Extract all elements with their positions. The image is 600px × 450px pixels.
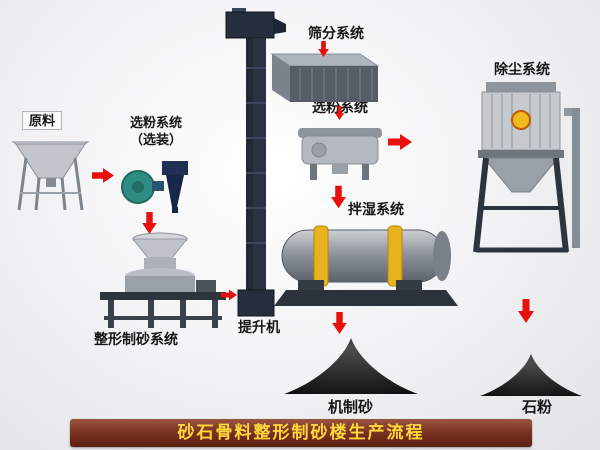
arrow-dust-to-powder-icon [518,299,534,323]
arrow-drum-to-sand-icon [332,312,347,334]
screening-label: 筛分系统 [308,25,364,41]
dust-removal-label: 除尘系统 [494,61,550,77]
powder-optional-label: 选粉系统 （选装） [106,114,206,148]
shaping-sand-label: 整形制砂系统 [94,331,178,347]
arrow-classifier-to-drum-icon [331,185,346,209]
arrow-screening-to-classifier-icon [334,106,345,120]
title-banner: 砂石骨料整形制砂楼生产流程 [70,419,532,447]
arrow-classifier-to-dust-icon [388,134,412,150]
powder-optional-machine-illustration [121,161,188,213]
machine-sand-pile-illustration [284,338,418,394]
machine-sand-label: 机制砂 [328,399,374,416]
mixing-label: 拌湿系统 [348,201,404,217]
dust-collector-illustration [473,82,580,253]
raw-material-label: 原料 [22,111,63,130]
bucket-elevator-illustration [225,8,286,317]
arrow-optional-to-crusher-icon [142,212,157,234]
powder-selection-machine-illustration [298,128,382,180]
elevator-label: 提升机 [238,319,280,335]
arrow-crusher-to-elevator-icon [221,289,237,301]
shaping-crusher-illustration [100,232,226,328]
stone-powder-pile-illustration [480,354,582,396]
mixing-drum-illustration [274,225,458,306]
screening-machine-illustration [270,53,380,102]
powder-optional-label-line2: （选装） [129,132,182,147]
powder-optional-label-line1: 选粉系统 [129,115,182,130]
stone-powder-label: 石粉 [522,399,553,416]
arrow-raw-to-optional-icon [92,168,114,183]
arrow-label-to-screening-icon [318,41,329,57]
brand-logo-icon [511,110,531,130]
raw-material-hopper-illustration [11,141,90,211]
